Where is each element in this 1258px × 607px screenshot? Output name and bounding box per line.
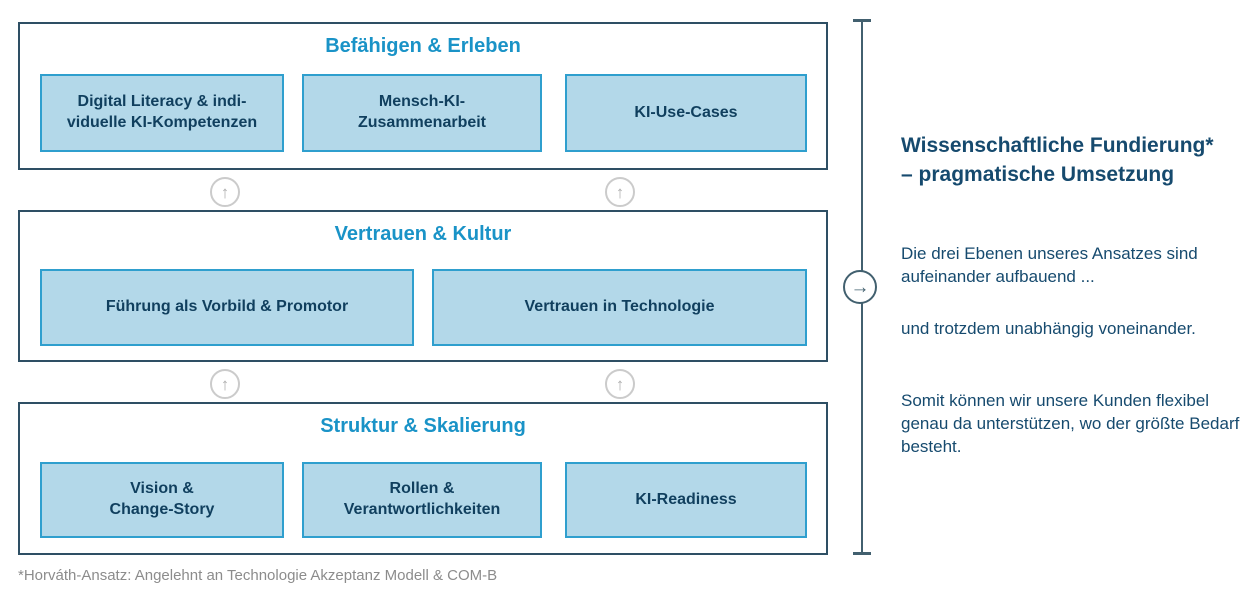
bracket-cap-bottom [853, 552, 871, 555]
footnote: *Horváth-Ansatz: Angelehnt an Technologi… [18, 567, 498, 584]
item-vertrauen-technologie: Vertrauen in Technologie [432, 269, 807, 346]
up-arrow-glyph: ↑ [220, 374, 230, 394]
item-ki-use-cases: KI-Use-Cases [565, 74, 807, 152]
item-fuehrung-vorbild-promotor: Führung als Vorbild & Promotor [40, 269, 414, 346]
up-arrow-glyph: ↑ [615, 374, 625, 394]
item-vision-change-story: Vision & Change-Story [40, 462, 284, 538]
level-befaehigen-erleben: Befähigen & Erleben Digital Literacy & i… [18, 22, 828, 170]
side-paragraph: Somit können wir unsere Kunden flexibel … [901, 391, 1240, 456]
level-vertrauen-kultur: Vertrauen & Kultur Führung als Vorbild &… [18, 210, 828, 362]
level-title: Befähigen & Erleben [325, 35, 521, 57]
bracket-cap-top [853, 19, 871, 22]
side-panel-heading: Wissenschaftliche Fundierung* – pragmati… [901, 134, 1214, 187]
item-rollen-verantwortlichkeiten: Rollen & Verantwortlichkeiten [302, 462, 542, 538]
level-title: Struktur & Skalierung [320, 415, 526, 437]
item-digital-literacy: Digital Literacy & indi- viduelle KI-Kom… [40, 74, 284, 152]
up-arrow-glyph: ↑ [615, 182, 625, 202]
up-arrow-icon: ↑ [605, 177, 635, 207]
side-paragraph: Die drei Ebenen unseres Ansatzes sind au… [901, 244, 1198, 286]
up-arrow-glyph: ↑ [220, 182, 230, 202]
up-arrow-icon: ↑ [605, 369, 635, 399]
up-arrow-icon: ↑ [210, 177, 240, 207]
level-title: Vertrauen & Kultur [334, 223, 512, 245]
item-ki-readiness: KI-Readiness [565, 462, 807, 538]
right-arrow-glyph: → [850, 276, 870, 298]
item-mensch-ki-zusammenarbeit: Mensch-KI- Zusammenarbeit [302, 74, 542, 152]
level-struktur-skalierung: Struktur & Skalierung Vision & Change-St… [18, 402, 828, 555]
up-arrow-icon: ↑ [210, 369, 240, 399]
right-arrow-icon: → [843, 270, 877, 304]
side-paragraph: und trotzdem unabhängig voneinander. [901, 319, 1196, 338]
